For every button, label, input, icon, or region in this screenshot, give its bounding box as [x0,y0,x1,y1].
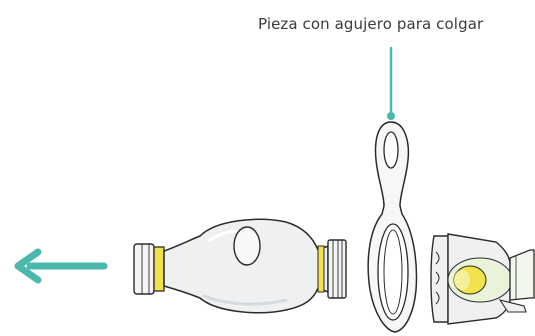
callout-dot [387,112,395,120]
bottle-thread [327,239,347,299]
bottle-neck [133,243,155,295]
left-arrow-icon [14,248,108,284]
bottle-window [233,226,261,266]
hanging-piece [367,121,418,333]
nozzle-cap [430,233,535,325]
callout-label: Pieza con agujero para colgar [258,15,484,33]
hanging-hole [383,131,399,169]
bottle-body [133,218,347,314]
hanging-ring [377,223,409,321]
